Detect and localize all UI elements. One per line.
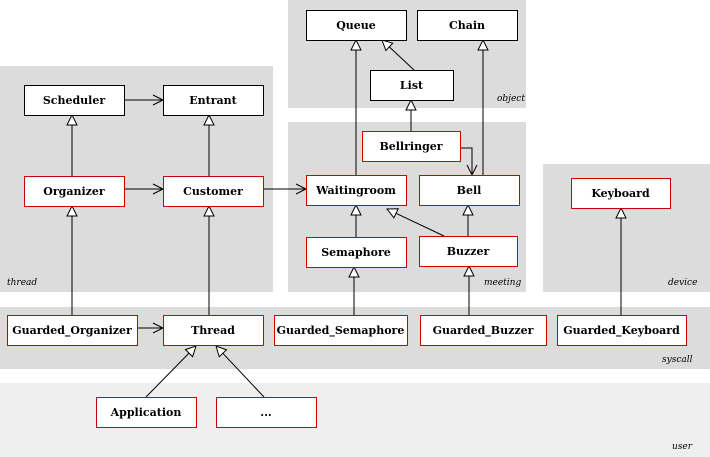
- inheritance-arrowhead: [350, 203, 362, 216]
- inheritance-arrowhead: [615, 206, 627, 219]
- class-entrant[interactable]: Entrant: [163, 85, 264, 116]
- class-keyboard[interactable]: Keyboard: [571, 178, 671, 209]
- class-label: Keyboard: [591, 187, 650, 200]
- class-box: [306, 175, 407, 206]
- class-box: [7, 315, 138, 346]
- class-bellringer[interactable]: Bellringer: [362, 131, 461, 162]
- relation-application-to-thread_cls: [145, 352, 190, 398]
- class-organizer[interactable]: Organizer: [24, 176, 125, 207]
- class-box: [419, 175, 520, 206]
- class-scheduler[interactable]: Scheduler: [24, 85, 125, 116]
- class-label: Entrant: [189, 94, 237, 107]
- inheritance-arrowhead: [215, 345, 228, 358]
- class-label: Guarded_Organizer: [12, 324, 132, 338]
- class-semaphore[interactable]: Semaphore: [306, 237, 407, 268]
- class-box: [417, 10, 518, 41]
- inheritance-arrowhead: [184, 345, 197, 358]
- class-guarded-buzzer[interactable]: Guarded_Buzzer: [420, 315, 547, 346]
- class-label: Semaphore: [321, 246, 391, 259]
- class-waitingroom[interactable]: Waitingroom: [306, 175, 407, 206]
- class-label: List: [400, 79, 424, 92]
- inheritance-arrowhead: [381, 39, 394, 52]
- package-thread-label: thread: [7, 278, 37, 288]
- relation-ellipsis-to-thread_cls: [222, 352, 265, 398]
- class-application[interactable]: Application: [96, 397, 197, 428]
- class-label: Buzzer: [447, 245, 490, 258]
- package-user-label: user: [672, 442, 693, 452]
- class-box: [571, 178, 671, 209]
- inheritance-arrowhead: [462, 203, 474, 216]
- package-meeting-label: meeting: [484, 278, 521, 288]
- package-object-label: object: [497, 94, 525, 104]
- inheritance-arrowhead: [405, 98, 417, 111]
- package-device-label: device: [668, 278, 697, 288]
- class-label: Queue: [336, 19, 376, 32]
- class-box: [96, 397, 197, 428]
- class-label: Application: [110, 406, 182, 419]
- inheritance-arrowhead: [348, 265, 360, 278]
- inheritance-arrowhead: [477, 38, 489, 51]
- class-bell[interactable]: Bell: [419, 175, 520, 206]
- class-box: [163, 85, 264, 116]
- class-box: [362, 131, 461, 162]
- class-label: Guarded_Semaphore: [277, 324, 405, 338]
- class-label: Bell: [457, 184, 482, 197]
- inheritance-arrowhead: [350, 38, 362, 51]
- class-box: [24, 176, 125, 207]
- class-label: Scheduler: [43, 94, 106, 107]
- class-buzzer[interactable]: Buzzer: [419, 236, 518, 267]
- class-guarded-organizer[interactable]: Guarded_Organizer: [7, 315, 138, 346]
- class-box: [557, 315, 687, 346]
- class-label: Customer: [183, 185, 243, 198]
- class-guarded-semaphore[interactable]: Guarded_Semaphore: [274, 315, 408, 346]
- class-label: ...: [260, 406, 272, 419]
- inheritance-arrowhead: [203, 204, 215, 217]
- class-list[interactable]: List: [370, 70, 454, 101]
- relation-buzzer-to-waitingroom: [395, 212, 445, 237]
- inheritance-arrowhead: [66, 113, 78, 126]
- class-box: [370, 70, 454, 101]
- class-box: [163, 315, 264, 346]
- class-label: Bellringer: [379, 140, 442, 153]
- inheritance-arrowhead: [385, 208, 399, 219]
- class-ellipsis[interactable]: ...: [216, 397, 317, 428]
- class-box: [274, 315, 408, 346]
- class-box: [420, 315, 547, 346]
- class-box: [306, 237, 407, 268]
- class-label: Thread: [191, 324, 235, 337]
- package-syscall-label: syscall: [662, 355, 693, 365]
- class-label: Organizer: [43, 185, 105, 198]
- class-customer[interactable]: Customer: [163, 176, 264, 207]
- inheritance-arrowhead: [203, 113, 215, 126]
- class-box: [419, 236, 518, 267]
- class-box: [216, 397, 317, 428]
- class-label: Guarded_Keyboard: [563, 324, 680, 338]
- inheritance-arrowhead: [66, 204, 78, 217]
- class-box: [163, 176, 264, 207]
- class-label: Guarded_Buzzer: [433, 324, 534, 338]
- relation-bellringer-to-bell: [460, 147, 473, 175]
- class-box: [24, 85, 125, 116]
- class-chain[interactable]: Chain: [417, 10, 518, 41]
- class-label: Waitingroom: [315, 184, 396, 197]
- inheritance-arrowhead: [463, 264, 475, 277]
- class-box: [306, 10, 407, 41]
- class-guarded-keyboard[interactable]: Guarded_Keyboard: [557, 315, 687, 346]
- class-label: Chain: [449, 19, 485, 32]
- class-queue[interactable]: Queue: [306, 10, 407, 41]
- relation-list-to-queue: [388, 46, 415, 71]
- class-thread-cls[interactable]: Thread: [163, 315, 264, 346]
